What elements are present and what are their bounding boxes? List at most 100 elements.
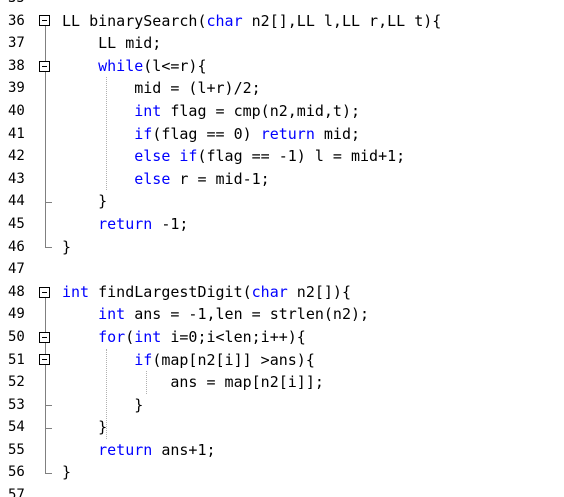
line-number: 41 [8, 125, 25, 142]
code-token: n2[],LL l,LL r,LL t){ [242, 11, 442, 30]
code-line[interactable]: 47 [0, 258, 564, 281]
keyword-token: while [98, 56, 144, 75]
keyword-token: char [206, 11, 243, 30]
line-number: 49 [8, 306, 25, 323]
fold-toggle-icon[interactable] [39, 286, 50, 298]
code-line[interactable]: 46} [0, 236, 564, 259]
indent-guide [146, 371, 147, 394]
line-number: 56 [8, 464, 25, 481]
fold-toggle-icon[interactable] [39, 60, 50, 72]
code-line[interactable]: 55 return ans+1; [0, 439, 564, 462]
line-number: 54 [8, 419, 25, 436]
line-number: 42 [8, 148, 25, 165]
code-line[interactable]: 52 ans = map[n2[i]]; [0, 371, 564, 394]
code-token: LL mid; [62, 34, 162, 53]
keyword-token: for [98, 327, 126, 346]
line-number: 43 [8, 170, 25, 187]
line-number: 55 [8, 441, 25, 458]
code-line[interactable]: 50 for(int i=0;i<len;i++){ [0, 326, 564, 349]
code-text: return ans+1; [62, 439, 215, 462]
line-number: 37 [8, 35, 25, 52]
fold-toggle-icon[interactable] [39, 354, 50, 366]
line-number: 50 [8, 328, 25, 345]
code-token: } [62, 237, 72, 256]
code-line[interactable]: 53 } [0, 394, 564, 417]
line-number: 51 [8, 351, 25, 368]
code-text: } [62, 190, 107, 213]
code-line[interactable]: 35 [0, 0, 564, 10]
code-token [62, 215, 98, 233]
keyword-token: char [251, 282, 288, 301]
code-text: } [62, 236, 71, 259]
code-text: if(map[n2[i]] >ans){ [62, 349, 315, 372]
code-token: mid; [314, 124, 361, 143]
code-token: } [62, 418, 108, 437]
code-token [62, 125, 134, 143]
code-token: ans = map[n2[i]]; [62, 373, 324, 392]
code-line[interactable]: 44 } [0, 190, 564, 213]
line-number: 38 [8, 57, 25, 74]
code-token [62, 170, 134, 188]
code-text: if(flag == 0) return mid; [62, 123, 360, 146]
indent-guide [106, 348, 107, 439]
code-token [62, 328, 98, 346]
fold-guide [45, 26, 46, 247]
fold-end-marker [45, 246, 52, 248]
keyword-token: return [98, 440, 153, 459]
fold-toggle-icon[interactable] [39, 15, 50, 27]
keyword-token: if [134, 124, 153, 143]
code-line[interactable]: 49 int ans = -1,len = strlen(n2); [0, 303, 564, 326]
code-token: r = mid-1; [170, 169, 270, 188]
keyword-token: int [134, 327, 162, 346]
keyword-token: int [62, 282, 90, 301]
code-text: LL mid; [62, 32, 161, 55]
line-number: 40 [8, 102, 25, 119]
fold-end-marker [45, 201, 52, 203]
code-line[interactable]: 39 mid = (l+r)/2; [0, 77, 564, 100]
code-text: int findLargestDigit(char n2[]){ [62, 281, 351, 304]
line-number: 46 [8, 238, 25, 255]
code-text: else if(flag == -1) l = mid+1; [62, 145, 405, 168]
code-text: mid = (l+r)/2; [62, 77, 260, 100]
code-line[interactable]: 57 [0, 484, 564, 497]
line-number: 53 [8, 396, 25, 413]
code-token: flag = cmp(n2,mid,t); [161, 101, 361, 120]
code-token: (flag == -1) l = mid+1; [197, 147, 406, 166]
keyword-token: int [98, 305, 126, 324]
code-token [62, 102, 134, 120]
code-text: else r = mid-1; [62, 168, 270, 191]
code-token [62, 441, 98, 459]
fold-guide [45, 297, 46, 473]
code-token: (flag == 0) [152, 124, 261, 143]
code-text: int flag = cmp(n2,mid,t); [62, 100, 360, 123]
code-line[interactable]: 42 else if(flag == -1) l = mid+1; [0, 145, 564, 168]
code-text: } [62, 394, 143, 417]
line-number: 52 [8, 374, 25, 391]
code-line[interactable]: 37 LL mid; [0, 32, 564, 55]
code-line[interactable]: 43 else r = mid-1; [0, 168, 564, 191]
code-token [62, 351, 134, 369]
line-number: 39 [8, 80, 25, 97]
code-line[interactable]: 41 if(flag == 0) return mid; [0, 123, 564, 146]
line-number: 57 [8, 487, 25, 497]
fold-toggle-icon[interactable] [39, 331, 50, 343]
code-line[interactable]: 51 if(map[n2[i]] >ans){ [0, 349, 564, 372]
code-token [62, 147, 134, 165]
code-line[interactable]: 54 } [0, 416, 564, 439]
code-line[interactable]: 38 while(l<=r){ [0, 55, 564, 78]
code-line[interactable]: 40 int flag = cmp(n2,mid,t); [0, 100, 564, 123]
code-text: LL binarySearch(char n2[],LL l,LL r,LL t… [62, 10, 441, 33]
code-token: LL binarySearch( [62, 11, 207, 30]
code-line[interactable]: 56} [0, 461, 564, 484]
keyword-token: return [98, 214, 153, 233]
code-line[interactable]: 45 return -1; [0, 213, 564, 236]
fold-end-marker [45, 405, 52, 407]
code-token: (map[n2[i]] >ans){ [152, 350, 315, 369]
code-text: } [62, 416, 107, 439]
code-token [62, 305, 98, 323]
code-token: n2[]){ [287, 282, 351, 301]
code-text: } [62, 461, 71, 484]
